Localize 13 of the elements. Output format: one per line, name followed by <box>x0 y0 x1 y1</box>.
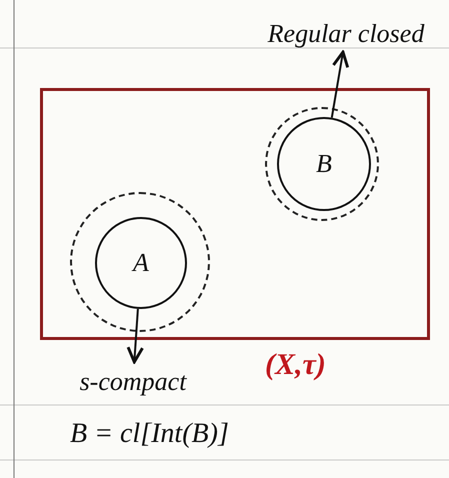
space-rectangle <box>40 88 430 340</box>
dashed-circle <box>70 192 210 332</box>
formula-text: B = cl[Int(B)] <box>70 418 229 450</box>
set-circle <box>95 217 187 309</box>
set-label: B <box>316 149 332 179</box>
set-circle <box>277 117 371 211</box>
arrow <box>126 308 144 364</box>
space-label: (X,τ) <box>265 348 326 382</box>
set-label: A <box>133 248 149 278</box>
annotation-text: s-compact <box>48 362 218 402</box>
dashed-circle <box>265 107 379 221</box>
arrow <box>330 50 350 118</box>
annotation-text: Regular closed <box>246 16 446 52</box>
